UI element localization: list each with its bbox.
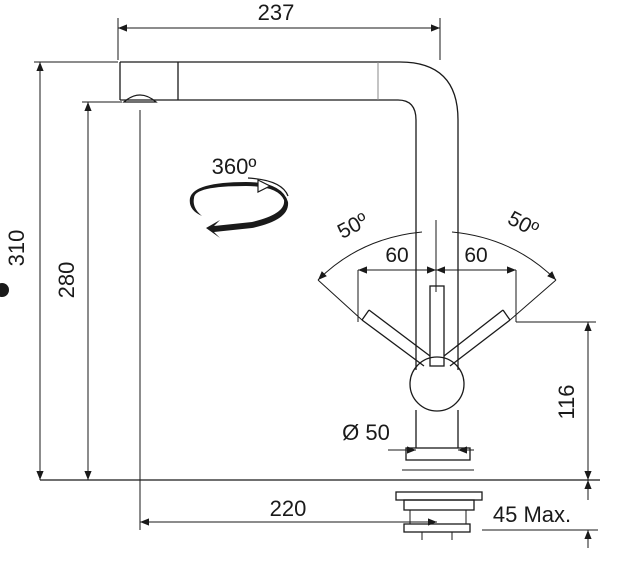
label-base-diameter: Ø 50 — [342, 420, 390, 445]
label-reach-base: 220 — [270, 496, 307, 521]
badge-icon — [0, 283, 9, 297]
dimension-handle-angles: 50º 50º 60 60 — [317, 207, 557, 322]
dimension-deck-thickness: 45 Max. — [482, 480, 598, 548]
label-deck-thickness: 45 Max. — [493, 502, 571, 527]
label-angle-left: 50º — [334, 209, 372, 244]
label-height-handle: 116 — [554, 384, 579, 419]
swivel-indicator: 360º — [189, 154, 289, 238]
dimension-base-diameter: Ø 50 — [342, 420, 474, 454]
label-height-spout: 280 — [54, 262, 79, 299]
label-offset-right: 60 — [464, 244, 487, 267]
dimension-height-handle: 116 — [516, 321, 596, 480]
dimension-height-spout: 280 — [54, 101, 122, 480]
faucet-outline — [40, 61, 600, 540]
label-swivel: 360º — [212, 154, 257, 179]
dimension-reach-base: 220 — [139, 110, 437, 530]
label-reach-total: 237 — [258, 0, 295, 25]
dimension-reach-total: 237 — [117, 0, 441, 60]
label-offset-left: 60 — [385, 244, 408, 267]
label-height-total: 310 — [4, 230, 29, 267]
rotation-arrow-icon — [189, 182, 289, 238]
dimension-height-total: 310 — [0, 61, 118, 480]
label-angle-right: 50º — [504, 207, 542, 242]
